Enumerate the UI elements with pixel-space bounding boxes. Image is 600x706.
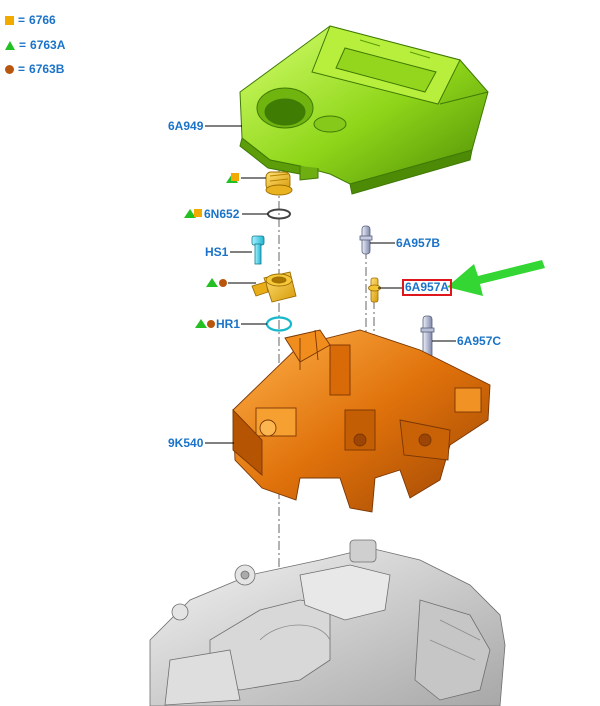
legend-equals: = xyxy=(18,13,26,27)
legend-code: 6766 xyxy=(29,13,56,27)
square-icon xyxy=(194,209,202,217)
circle-icon xyxy=(219,279,227,287)
engine-block-image xyxy=(149,539,506,706)
legend-item-6763b: = 6763B xyxy=(5,62,64,76)
stud-6a957a-image xyxy=(368,277,381,303)
legend-code: 6763B xyxy=(29,62,65,76)
callout-stud-c[interactable]: 6A957C xyxy=(457,334,502,348)
oil-filler-cap-image xyxy=(265,171,293,196)
circle-icon xyxy=(207,320,215,328)
callout-bolt-hs1[interactable]: HS1 xyxy=(205,245,229,259)
engine-cover-image xyxy=(239,25,489,195)
stud-6a957b-image xyxy=(359,225,373,255)
callout-symbols xyxy=(184,173,239,328)
triangle-icon xyxy=(195,319,207,328)
legend-equals: = xyxy=(18,62,26,76)
triangle-icon xyxy=(5,40,15,50)
callout-stud-a-highlighted[interactable]: 6A957A xyxy=(402,279,453,296)
square-icon xyxy=(231,173,239,181)
callout-stud-b[interactable]: 6A957B xyxy=(396,236,441,250)
legend-equals: = xyxy=(19,38,27,52)
callout-seal[interactable]: 6N652 xyxy=(204,207,240,221)
bolt-hs1-image xyxy=(251,235,265,265)
legend-item-6766: = 6766 xyxy=(5,13,56,27)
callout-bracket[interactable]: 9K540 xyxy=(168,436,204,450)
square-icon xyxy=(5,15,14,25)
triangle-icon xyxy=(206,278,218,287)
legend-code: 6763A xyxy=(30,38,66,52)
circle-icon xyxy=(5,64,14,74)
callout-engine-cover[interactable]: 6A949 xyxy=(168,119,204,133)
callout-oring-hr1[interactable]: HR1 xyxy=(216,317,241,331)
bracket-9k540-image xyxy=(232,329,491,513)
oil-filler-neck-image xyxy=(251,271,297,303)
triangle-icon xyxy=(184,209,196,218)
leader-lines xyxy=(205,125,456,444)
pointer-arrow-icon xyxy=(447,260,545,296)
stud-6a957c-image xyxy=(420,315,435,363)
legend-item-6763a: = 6763A xyxy=(5,38,65,52)
